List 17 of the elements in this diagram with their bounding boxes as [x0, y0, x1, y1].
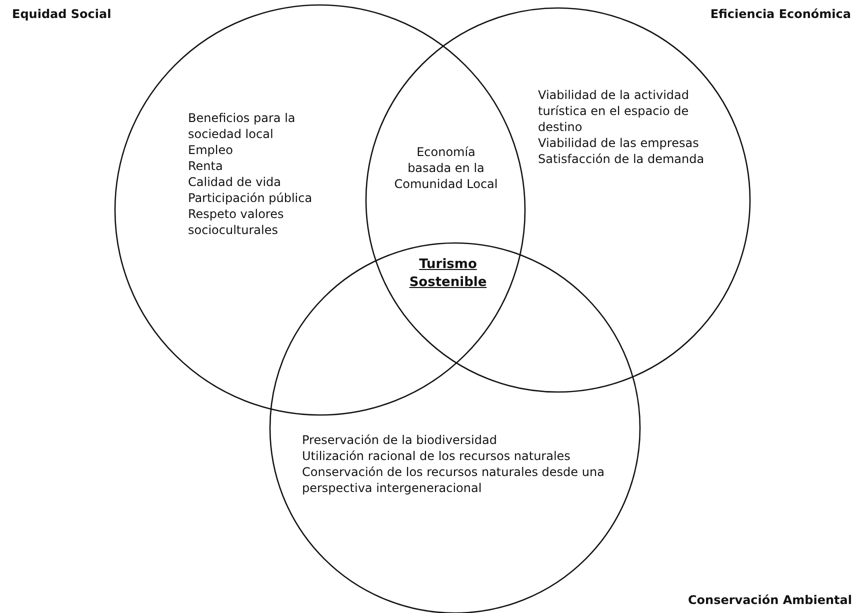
list-item: Respeto valores socioculturales [188, 206, 285, 238]
circle-heading: Equidad Social [12, 6, 112, 23]
circle-heading: Conservación Ambiental [686, 592, 852, 609]
list-item: Viabilidad de las empresas [538, 135, 700, 151]
list-item: Beneficios para la sociedad local [188, 110, 296, 142]
list-item: Participación pública [188, 190, 314, 206]
center-title: Turismo Sostenible [408, 256, 488, 292]
list-item: Calidad de vida [188, 174, 282, 190]
list-item: Satisfacción de la demanda [538, 151, 706, 167]
list-item: Preservación de la biodiversidad [302, 432, 498, 448]
list-item: Utilización racional de los recursos naturales [302, 448, 572, 464]
overlap-text: Economía basada en la Comunidad Local [393, 144, 499, 192]
list-item: Viabilidad de la actividad turística en el espacio de destino [538, 87, 690, 135]
circle-heading: Eficiencia Económica [709, 6, 851, 23]
list-item: Conservación de los recursos naturales desde una perspectiva intergeneracional [302, 464, 606, 496]
list-item: Empleo [188, 142, 234, 158]
list-item: Renta [188, 158, 224, 174]
